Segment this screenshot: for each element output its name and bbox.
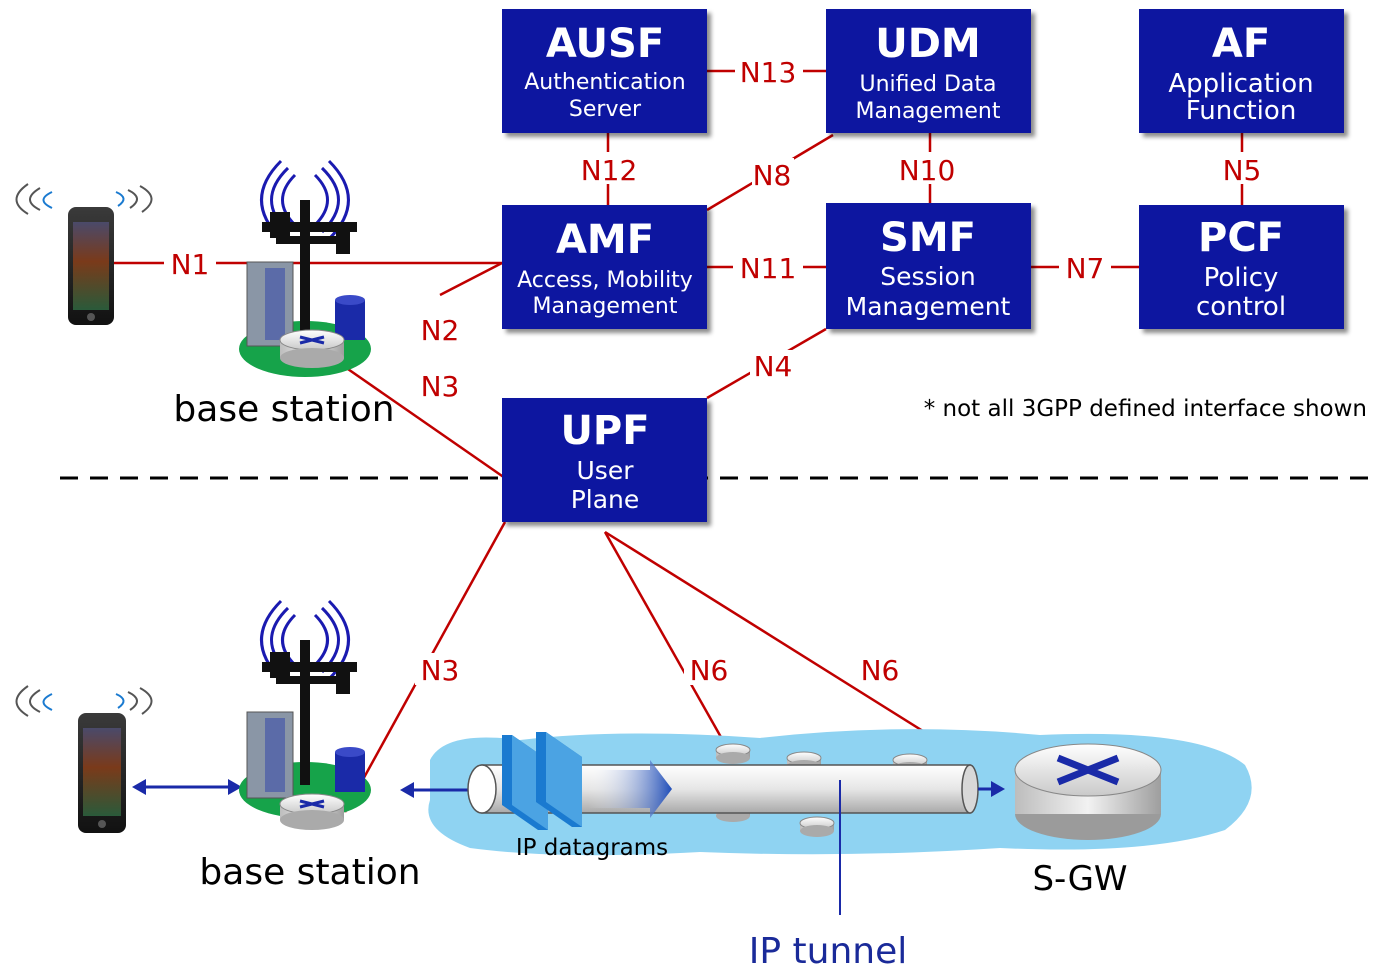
af-box: AF Application Function <box>1139 9 1344 133</box>
tunnel-to-sgw-arrow <box>978 781 1005 797</box>
udm-box: UDM Unified Data Management <box>826 9 1031 133</box>
interface-labels: N1 N2 N3 N12 N13 N8 N10 N5 N11 N7 N4 N3 … <box>164 55 1266 687</box>
amf-title: AMF <box>556 217 654 263</box>
n13-label: N13 <box>740 56 797 89</box>
pcf-desc-line2: control <box>1196 292 1286 322</box>
n11-label: N11 <box>740 252 797 285</box>
smf-title: SMF <box>880 215 976 261</box>
base-station-top-icon <box>239 159 371 377</box>
base-station-bottom-icon <box>239 599 371 830</box>
n4-label: N4 <box>754 350 793 383</box>
upf-box: UPF User Plane <box>502 398 707 522</box>
n1-label: N1 <box>171 248 210 281</box>
base-station-top-label: base station <box>173 389 394 430</box>
n10-label: N10 <box>899 154 956 187</box>
ausf-desc-line2: Server <box>569 97 642 122</box>
smartphone-bottom-icon <box>15 685 153 833</box>
ausf-title: AUSF <box>546 21 664 67</box>
n3-top-link <box>344 365 506 480</box>
smf-desc-line1: Session <box>880 262 975 291</box>
n2-label: N2 <box>421 314 460 347</box>
ip-datagrams-label: IP datagrams <box>516 835 668 861</box>
pcf-box: PCF Policy control <box>1139 205 1344 329</box>
pcf-desc-line1: Policy <box>1204 263 1279 293</box>
n6-right-label: N6 <box>861 654 900 687</box>
n6-left-label: N6 <box>690 654 729 687</box>
sgw-router-icon <box>1014 743 1162 840</box>
udm-desc-line1: Unified Data <box>859 72 996 97</box>
udm-desc-line2: Management <box>856 99 1001 124</box>
smf-box: SMF Session Management <box>826 203 1031 329</box>
ausf-box: AUSF Authentication Server <box>502 9 707 133</box>
router-icon <box>715 743 751 764</box>
af-desc-line1: Application <box>1168 69 1313 99</box>
af-desc-line2: Function <box>1186 96 1297 126</box>
ip-tunnel-label: IP tunnel <box>749 931 907 972</box>
router-icon <box>799 816 835 837</box>
interface-note: * not all 3GPP defined interface shown <box>924 396 1367 422</box>
upf-desc-line1: User <box>577 456 635 485</box>
n7-label: N7 <box>1066 252 1105 285</box>
smf-desc-line2: Management <box>846 292 1011 321</box>
n3-top-label: N3 <box>421 370 460 403</box>
upf-desc-line2: Plane <box>571 485 640 514</box>
ip-datagram-packets <box>502 732 582 830</box>
sgw-label: S-GW <box>1032 859 1127 899</box>
pcf-title: PCF <box>1198 215 1284 261</box>
n3-bottom-label: N3 <box>421 654 460 687</box>
amf-box: AMF Access, Mobility Management <box>502 205 707 329</box>
n8-label: N8 <box>753 159 792 192</box>
udm-title: UDM <box>875 21 981 67</box>
base-station-bottom-label: base station <box>199 852 420 893</box>
ausf-desc-line1: Authentication <box>524 70 686 95</box>
upf-title: UPF <box>560 408 649 454</box>
af-title: AF <box>1212 21 1270 67</box>
amf-desc-line2: Management <box>533 294 678 319</box>
smartphone-icon <box>15 183 153 325</box>
amf-desc-line1: Access, Mobility <box>517 268 693 293</box>
n2-link <box>439 261 503 297</box>
n5-label: N5 <box>1223 154 1262 187</box>
radio-link-arrow <box>132 779 242 795</box>
tunnel-to-base-arrow <box>400 782 470 798</box>
n12-label: N12 <box>581 154 638 187</box>
